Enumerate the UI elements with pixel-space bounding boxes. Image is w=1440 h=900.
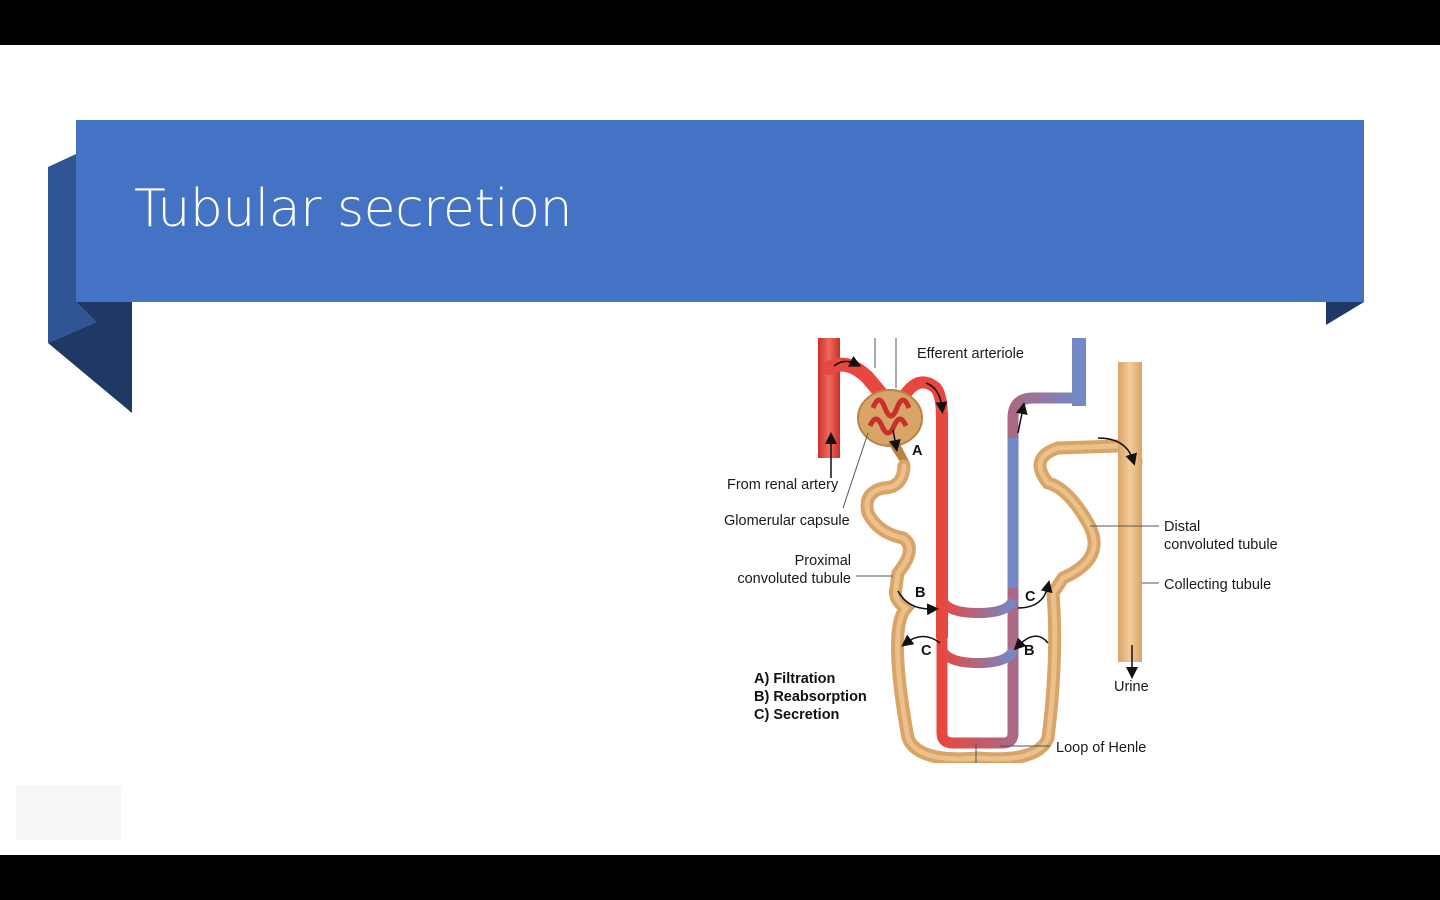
- legend-filtration: A) Filtration: [754, 671, 835, 687]
- label-efferent-arteriole: Efferent arteriole: [917, 346, 1024, 362]
- slide: Tubular secretion: [0, 45, 1440, 855]
- ribbon-fold-decoration: [48, 154, 1364, 413]
- renal-artery: [818, 338, 840, 458]
- label-glomerular-capsule: Glomerular capsule: [724, 513, 850, 529]
- nephron-illustration: Efferent arteriole From renal artery Glo…: [724, 338, 1278, 763]
- legend-reabsorption: B) Reabsorption: [754, 689, 867, 705]
- label-urine: Urine: [1114, 679, 1149, 695]
- marker-a: A: [912, 443, 923, 459]
- label-from-renal-artery: From renal artery: [727, 477, 839, 493]
- label-proximal-2: convoluted tubule: [737, 571, 851, 587]
- marker-b-right: B: [1024, 643, 1034, 659]
- slide-title: Tubular secretion: [134, 179, 573, 239]
- legend-secretion: C) Secretion: [754, 707, 839, 723]
- label-distal-2: convoluted tubule: [1164, 537, 1278, 553]
- label-proximal-1: Proximal: [795, 553, 851, 569]
- collecting-tubule: [1118, 362, 1142, 662]
- marker-b-left: B: [915, 585, 925, 601]
- label-distal-1: Distal: [1164, 519, 1200, 535]
- marker-c-left: C: [921, 643, 932, 659]
- label-collecting-tubule: Collecting tubule: [1164, 577, 1271, 593]
- label-loop-of-henle: Loop of Henle: [1056, 740, 1146, 756]
- marker-c-right: C: [1025, 589, 1036, 605]
- title-banner: Tubular secretion: [76, 120, 1364, 302]
- faint-footer-mark: [16, 785, 121, 840]
- nephron-diagram: Efferent arteriole From renal artery Glo…: [718, 338, 1308, 763]
- renal-vein: [1072, 338, 1086, 406]
